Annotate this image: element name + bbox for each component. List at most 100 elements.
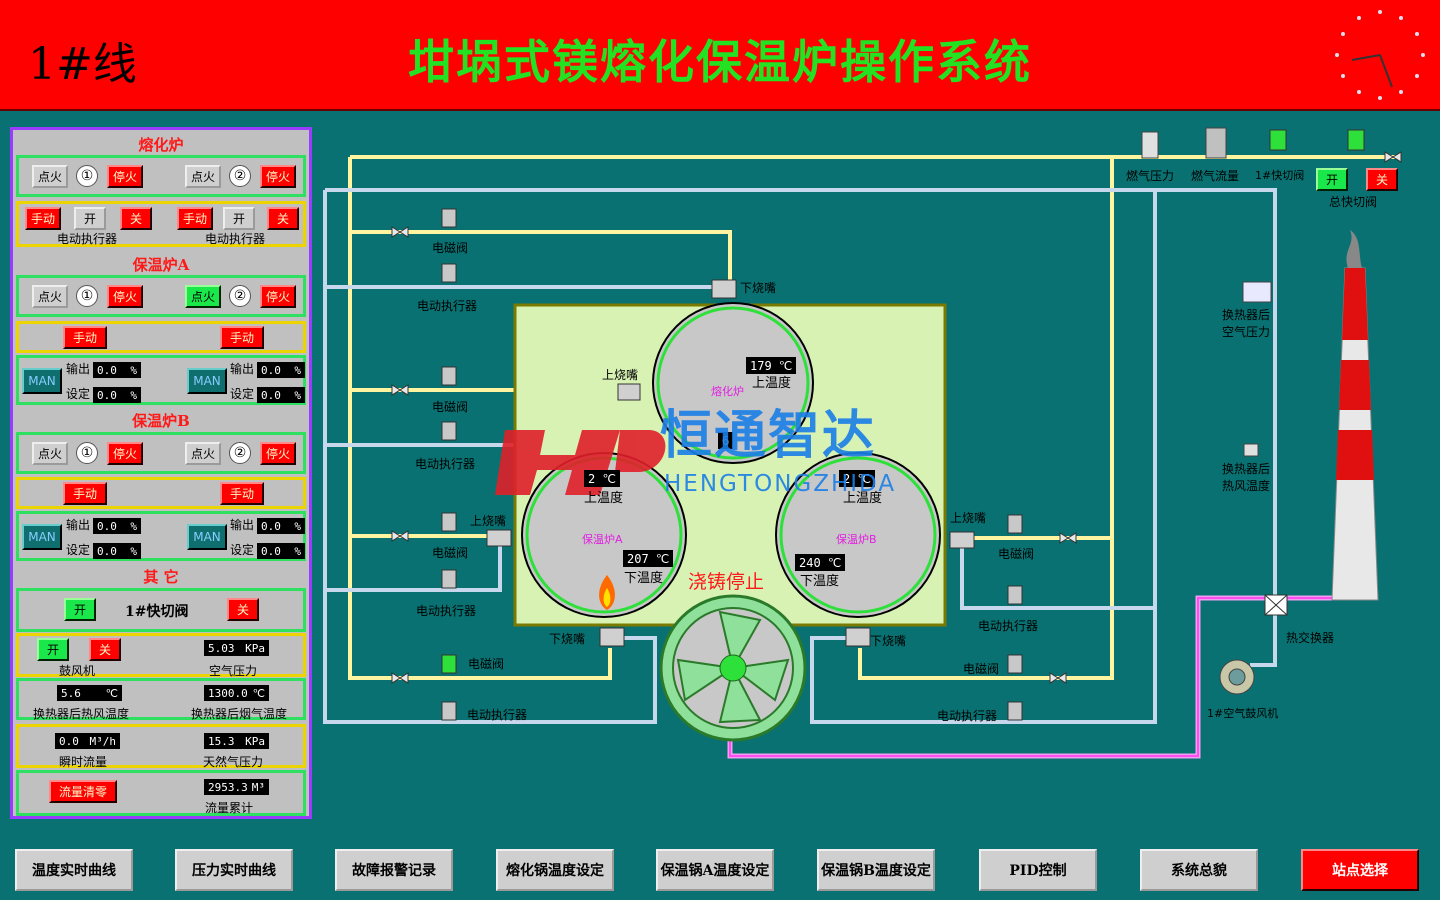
hold-b-manual-1-button[interactable]: 手动	[63, 482, 107, 505]
hold-b-stop-2-button[interactable]: 停火	[260, 442, 296, 465]
setpoint-label: 设定	[66, 543, 91, 557]
setpoint-label: 设定	[66, 387, 91, 401]
melt-actuator-2-close-button[interactable]: 关	[267, 207, 299, 230]
actuator-label: 电动执行器	[937, 709, 998, 723]
flow-reset-button[interactable]: 流量清零	[49, 780, 117, 803]
main-valve-close-button[interactable]: 关	[1366, 168, 1398, 191]
melt-actuator-2-open-button[interactable]: 开	[223, 207, 255, 230]
total-flow-label: 流量累计	[205, 801, 254, 815]
solenoid-valve-icon	[441, 366, 457, 386]
burner-2-indicator: ②	[229, 285, 251, 307]
section-melt-title: 熔化炉	[138, 136, 184, 154]
melt-actuator-1-open-button[interactable]: 开	[74, 207, 106, 230]
air-pressure-transmitter-icon	[1242, 281, 1272, 303]
hold-a-setpoint-2-display[interactable]: 0.0%	[257, 387, 305, 403]
unit: ℃	[105, 686, 118, 700]
air-branch-pipe	[810, 636, 1050, 724]
air-blower-label: 1#空气鼓风机	[1207, 707, 1279, 720]
nav-alarm-log-button[interactable]: 故障报警记录	[335, 849, 453, 891]
hold-b-man-1-button[interactable]: MAN	[22, 524, 62, 550]
melt-actuator-group: 手动 开 关 电动执行器 手动 开 关 电动执行器	[16, 201, 306, 247]
hold-a-output-1-display: 0.0%	[93, 362, 141, 378]
hold-a-man-1-button[interactable]: MAN	[22, 368, 62, 394]
melt-manual-1-button[interactable]: 手动	[25, 207, 61, 230]
line-id: 1#线	[28, 39, 137, 90]
melt-stop-1-button[interactable]: 停火	[107, 165, 143, 188]
nav-melt-temp-setting-button[interactable]: 熔化锅温度设定	[496, 849, 614, 891]
upper-temp-label: 上温度	[752, 376, 792, 391]
upper-burner-label: 上烧嘴	[950, 511, 987, 525]
value: 0.0	[261, 544, 281, 558]
nav-pressure-curve-button[interactable]: 压力实时曲线	[175, 849, 293, 891]
section-hold-b-title: 保温炉B	[132, 412, 190, 430]
value: 0.0	[261, 388, 281, 402]
nav-station-select-button[interactable]: 站点选择	[1301, 849, 1419, 891]
solenoid-valve-icon	[441, 654, 457, 674]
hold-a-manual-2-button[interactable]: 手动	[220, 326, 264, 349]
hold-a-manual-1-button[interactable]: 手动	[63, 326, 107, 349]
solenoid-valve-icon	[1007, 654, 1023, 674]
hold-a-stop-2-button[interactable]: 停火	[260, 285, 296, 308]
quick-valve-open-button[interactable]: 开	[64, 598, 96, 621]
actuator-icon	[1007, 701, 1023, 721]
nav-temperature-curve-button[interactable]: 温度实时曲线	[15, 849, 133, 891]
burner-2-indicator: ②	[229, 165, 251, 187]
gas-pressure-label: 天然气压力	[203, 755, 264, 769]
fan-blades-icon	[676, 610, 790, 724]
nav-pid-control-button[interactable]: PID控制	[979, 849, 1097, 891]
lower-temp-label: 下温度	[624, 571, 664, 586]
hold-a-label: 保温炉A	[582, 533, 623, 546]
hold-b-manual-2-button[interactable]: 手动	[220, 482, 264, 505]
upper-burner-label: 上烧嘴	[470, 514, 507, 528]
melt-actuator-1-close-button[interactable]: 关	[120, 207, 152, 230]
melt-manual-2-button[interactable]: 手动	[177, 207, 213, 230]
hold-b-ignite-1-button[interactable]: 点火	[32, 442, 68, 465]
valve-icon	[1049, 672, 1067, 684]
quick-valve-close-button[interactable]: 关	[227, 598, 259, 621]
solenoid-label: 电磁阀	[468, 657, 505, 671]
lower-burner-label: 下烧嘴	[549, 632, 586, 646]
nav-hold-a-temp-setting-button[interactable]: 保温锅A温度设定	[656, 849, 774, 891]
flow-label: 瞬时流量	[59, 755, 108, 769]
output-label: 输出	[66, 362, 91, 376]
burner-icon	[845, 627, 871, 647]
hold-a-ignition-group: 点火 ① 停火 点火 ② 停火	[16, 275, 306, 317]
hold-b-setpoint-2-display[interactable]: 0.0%	[257, 543, 305, 559]
lower-burner-label: 下烧嘴	[870, 634, 907, 648]
control-panel: 熔化炉 点火 ① 停火 点火 ② 停火 手动 开 关 电动执行器 手动 开 关 …	[10, 127, 312, 819]
hold-a-stop-1-button[interactable]: 停火	[107, 285, 143, 308]
burner-icon	[949, 531, 975, 549]
hold-a-pid-group: MAN 输出 0.0% 设定 0.0% MAN 输出 0.0% 设定 0.0%	[16, 355, 306, 405]
hold-b-ignite-2-button[interactable]: 点火	[185, 442, 221, 465]
hold-a-ignite-2-button[interactable]: 点火	[185, 285, 221, 308]
hold-b-setpoint-1-display[interactable]: 0.0%	[93, 543, 141, 559]
air-branch-pipe	[460, 636, 657, 724]
melt-ignite-1-button[interactable]: 点火	[32, 165, 68, 188]
nav-system-overview-button[interactable]: 系统总貌	[1140, 849, 1258, 891]
blower-open-button[interactable]: 开	[37, 638, 69, 661]
melt-stop-2-button[interactable]: 停火	[260, 165, 296, 188]
hold-b-stop-1-button[interactable]: 停火	[107, 442, 143, 465]
quick-valve-icon	[1269, 129, 1287, 151]
section-other-title: 其 它	[143, 568, 179, 586]
melt-ignite-2-button[interactable]: 点火	[185, 165, 221, 188]
hold-a-man-2-button[interactable]: MAN	[187, 368, 227, 394]
watermark-text: 恒通智达	[660, 406, 877, 466]
main-valve-open-button[interactable]: 开	[1316, 168, 1348, 191]
actuator-label: 电动执行器	[417, 299, 478, 313]
unit: KPa	[245, 641, 265, 655]
hold-a-setpoint-1-display[interactable]: 0.0%	[93, 387, 141, 403]
output-label: 输出	[230, 518, 255, 532]
heat-exchanger-label: 热交换器	[1286, 631, 1335, 645]
solenoid-label: 电磁阀	[432, 241, 469, 255]
blower-close-button[interactable]: 关	[89, 638, 121, 661]
hold-b-label: 保温炉B	[836, 533, 877, 546]
actuator-2-label: 电动执行器	[205, 232, 266, 246]
hx-hot-air-label: 换热器后 热风温度	[1221, 462, 1270, 493]
hold-a-ignite-1-button[interactable]: 点火	[32, 285, 68, 308]
hold-a-upper-temp-display: 2 ℃	[584, 470, 620, 487]
hold-b-man-2-button[interactable]: MAN	[187, 524, 227, 550]
nav-hold-b-temp-setting-button[interactable]: 保温锅B温度设定	[817, 849, 935, 891]
